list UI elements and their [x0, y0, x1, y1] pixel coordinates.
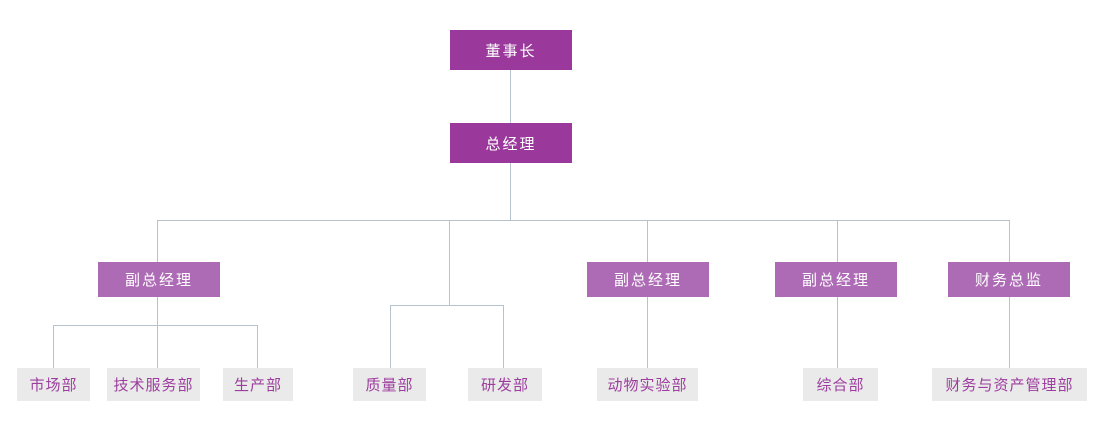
org-node-dept-tech-service: 技术服务部: [107, 368, 200, 401]
connector-drop-quality: [390, 305, 391, 368]
connector-drop-general: [837, 297, 838, 368]
org-node-deputy-gm-3: 副总经理: [775, 262, 897, 297]
connector-main-horizontal: [157, 220, 1010, 221]
org-node-general-manager: 总经理: [450, 123, 572, 163]
connector-chairman-gm: [510, 70, 511, 123]
org-node-dept-finance-asset: 财务与资产管理部: [932, 368, 1087, 401]
connector-deputy1-down: [157, 297, 158, 368]
org-node-dept-production: 生产部: [223, 368, 293, 401]
org-node-deputy-gm-2: 副总经理: [587, 262, 709, 297]
connector-gm-mainline: [510, 163, 511, 220]
connector-drop-deputy3: [837, 220, 838, 262]
org-node-dept-general: 综合部: [803, 368, 878, 401]
connector-drop-market: [53, 325, 54, 368]
connector-drop-animal-lab: [647, 297, 648, 368]
org-node-dept-animal-lab: 动物实验部: [597, 368, 698, 401]
org-node-dept-rnd: 研发部: [468, 368, 542, 401]
connector-drop-branch2: [449, 220, 450, 305]
connector-drop-cfo: [1009, 220, 1010, 262]
org-node-finance-director: 财务总监: [948, 262, 1070, 297]
connector-deputy1-horizontal: [53, 325, 257, 326]
connector-drop-deputy1: [157, 220, 158, 262]
org-node-dept-market: 市场部: [17, 368, 90, 401]
org-node-dept-quality: 质量部: [353, 368, 426, 401]
connector-drop-production: [257, 325, 258, 368]
connector-drop-rnd: [503, 305, 504, 368]
connector-drop-finance-asset: [1009, 297, 1010, 368]
connector-drop-deputy2: [647, 220, 648, 262]
org-node-chairman: 董事长: [450, 30, 572, 70]
connector-branch2-horizontal: [390, 305, 503, 306]
org-node-deputy-gm-1: 副总经理: [98, 262, 220, 297]
